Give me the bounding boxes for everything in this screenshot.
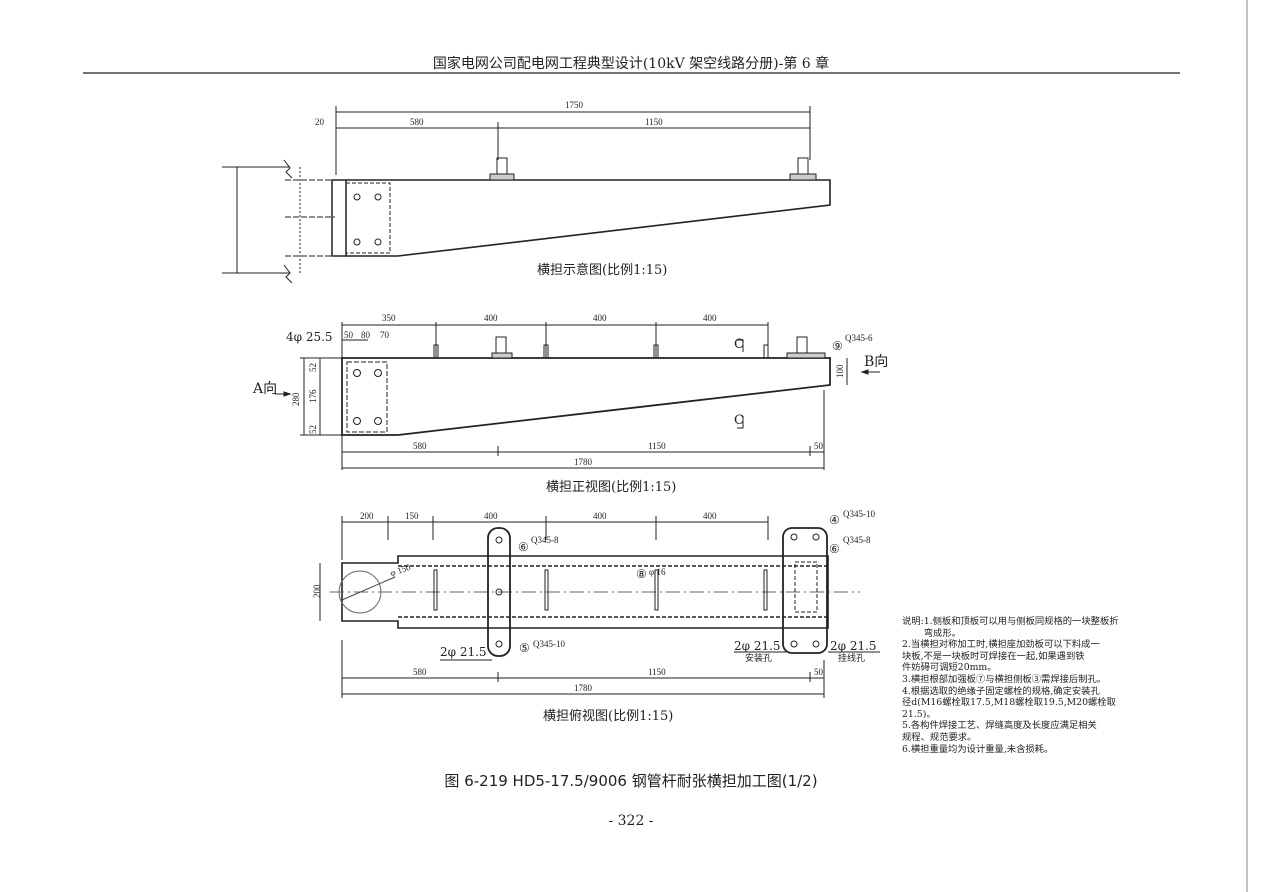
figure-caption: 图 6-219 HD5-17.5/9006 钢管杆耐张横担加工图(1/2) [444,772,818,790]
front-view-drawing [275,322,880,470]
direction-a: A向 [253,381,278,397]
front-top-dim: 400 [703,313,717,323]
front-height-d2: 176 [308,389,318,404]
part-6b-spec: Q345-8 [843,535,871,545]
dim-seg2: 1150 [645,117,663,127]
note-line: 21.5)。 [902,708,936,720]
note-line: 3.横担根部加强板⑦与横担侧板③需焊接后制孔。 [902,673,1107,685]
note-line: 5.各构件焊接工艺、焊缝高度及长度应满足相关 [902,720,1097,732]
dim-total: 1750 [565,100,583,110]
part-6b-marker: ⑥ [829,542,840,556]
front-top-dim: 400 [484,313,498,323]
part-9-marker: ⑨ [832,339,843,353]
note-line: 6.横担重量均为设计重量,未含损耗。 [902,743,1054,755]
part-4-marker: ④ [829,513,840,527]
part-4-spec: Q345-10 [843,509,875,519]
front-top-dim: 400 [593,313,607,323]
section-mark-bottom: C [734,413,744,428]
note-line: 径d(M16螺栓取17.5,M18螺栓取19.5,M20螺栓取 [902,697,1116,709]
notes-title: 说明: [902,616,924,627]
section-mark-top: C [734,337,744,352]
front-bottom-dim: 1150 [648,441,666,451]
front-right-dim: 100 [835,364,845,379]
note-line: 规程、规范要求。 [902,731,977,743]
schematic-drawing [222,106,831,284]
front-caption: 横担正视图(比例1:15) [546,480,677,495]
front-top-dim: 350 [382,313,396,323]
front-hole-label: 4φ 25.5 [286,330,333,344]
front-height-total: 280 [291,392,301,407]
top-dim: 150 [405,511,419,521]
note-line: 1.侧板和顶板可以用与侧板同规格的一块整板折 [923,616,1119,627]
top-dim: 400 [703,511,717,521]
front-bottom-total: 1780 [574,457,592,467]
front-height-d3: 52 [308,425,318,434]
hole-right-label: 2φ 21.5 [830,639,877,653]
front-hole-dim: 80 [361,330,370,340]
front-height-d1: 52 [308,363,318,372]
note-line: 件妨碍可调短20mm。 [902,662,997,674]
dim-offset: 20 [315,117,324,127]
front-bottom-dim: 580 [413,441,427,451]
top-bottom-dim: 1150 [648,667,666,677]
top-bottom-dim: 580 [413,667,427,677]
hole-left-label: 2φ 21.5 [440,645,487,659]
page-header: 国家电网公司配电网工程典型设计(10kV 架空线路分册)-第 6 章 [432,56,830,72]
top-caption: 横担俯视图(比例1:15) [543,709,674,724]
dim-seg1: 580 [410,117,424,127]
schematic-caption: 横担示意图(比例1:15) [537,263,668,278]
note-line: 4.根据选取的绝缘子固定螺栓的规格,确定安装孔 [902,685,1100,697]
part-5-marker: ⑤ [519,641,530,655]
direction-b: B向 [864,354,889,370]
front-hole-dim: 50 [344,330,353,340]
hole-mid-note: 安装孔 [745,653,773,663]
top-bottom-total: 1780 [574,683,592,693]
front-bottom-dim: 50 [814,441,823,451]
hole-right-note: 挂线孔 [838,653,866,663]
top-dim: 400 [484,511,498,521]
top-width-dim: 200 [312,584,322,599]
part-6-spec: Q345-8 [531,535,559,545]
top-bottom-dim: 50 [814,667,823,677]
part-9-spec: Q345-6 [845,333,873,343]
front-hole-dim: 70 [380,330,389,340]
top-view-drawing [319,516,880,698]
note-line: 块板,不是一块板时可焊接在一起,如果遇到铁 [902,650,1085,662]
note-line: 2.当横担对称加工时,横担座加劲板可以下料成一 [902,639,1100,651]
notes-block: 说明: 1.侧板和顶板可以用与侧板同规格的一块整板折弯成形。 2.当横担对称加工… [902,616,1162,755]
part-8-spec: φ 16 [649,567,666,577]
page-number: - 322 - [608,813,654,829]
note-line: 弯成形。 [923,627,961,639]
top-dim: 200 [360,511,374,521]
part-6-marker: ⑥ [518,540,529,554]
part-5-spec: Q345-10 [533,639,565,649]
top-dim: 400 [593,511,607,521]
hole-mid-label: 2φ 21.5 [734,639,781,653]
part-8-marker: ⑧ [636,567,647,581]
